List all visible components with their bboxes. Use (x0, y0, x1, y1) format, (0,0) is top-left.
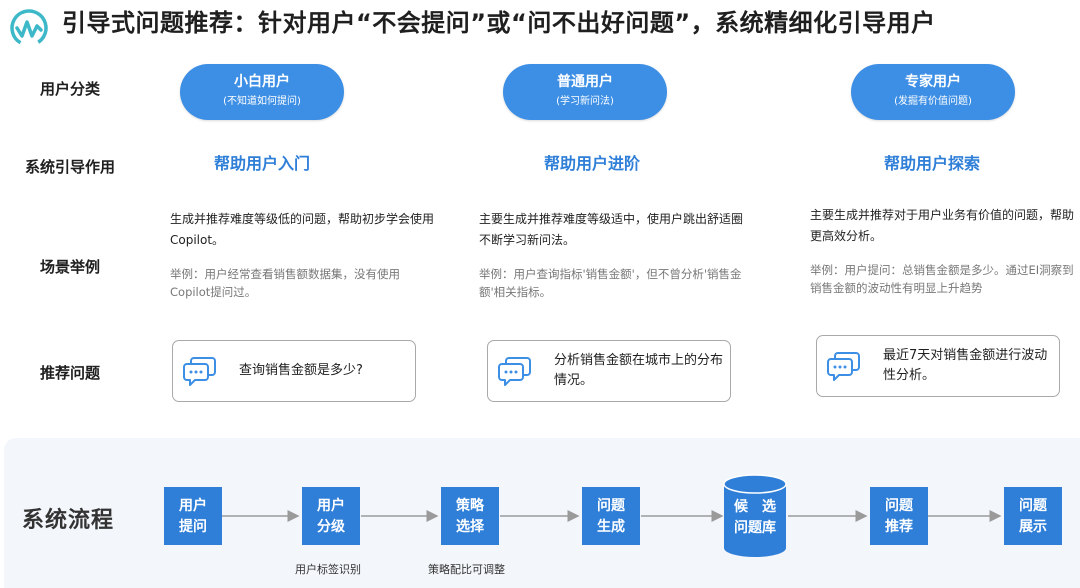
recommend-card-beginner[interactable]: 查询销售金额是多少? (172, 340, 416, 402)
flow-step-user-grading: 用户分级 (302, 487, 360, 545)
example-text-beginner: 举例：用户经常查看销售额数据集，没有使用Copilot提问过。 (170, 267, 400, 299)
recommend-question: 分析销售金额在城市上的分布情况。 (554, 353, 724, 388)
recommend-card-expert[interactable]: 最近7天对销售金额进行波动性分析。 (816, 335, 1060, 397)
user-subtitle: (发掘有价值问题) (894, 96, 972, 107)
note-strategy-ratio: 策略配比可调整 (428, 563, 505, 576)
candidate-db-icon (723, 474, 787, 557)
user-pill-beginner: 小白用户 (不知道如何提问) (180, 64, 344, 120)
recommend-card-regular[interactable]: 分析销售金额在城市上的分布情况。 (487, 340, 731, 402)
example-text-regular: 举例：用户查询指标'销售金额'，但不曾分析'销售金额'相关指标。 (479, 267, 742, 299)
effect-heading-regular: 帮助用户进阶 (543, 154, 640, 173)
effect-heading-beginner: 帮助用户入门 (213, 154, 310, 173)
row-label-users: 用户分类 (39, 80, 100, 98)
row-label-scenario: 场景举例 (39, 258, 100, 276)
example-text-expert: 举例：用户提问：总销售金额是多少。通过EI洞察到销售金额的波动性有明显上升趋势 (810, 263, 1074, 295)
scenario-text-regular: 主要生成并推荐难度等级适中，使用户跳出舒适圈不断学习新问法。 (479, 212, 744, 247)
user-name: 普通用户 (557, 74, 613, 90)
chat-bubbles-icon (827, 352, 860, 381)
chat-bubbles-icon (183, 357, 216, 386)
recommend-question: 查询销售金额是多少? (239, 363, 363, 378)
effect-heading-expert: 帮助用户探索 (883, 154, 980, 173)
row-label-recommend: 推荐问题 (39, 364, 100, 382)
flow-step-candidate-db: 候 选 问题库 (734, 499, 776, 536)
flow-label: 系统流程 (22, 508, 115, 533)
row-label-effect: 系统引导作用 (24, 158, 115, 176)
user-subtitle: (不知道如何提问) (223, 96, 301, 107)
user-subtitle: (学习新问法) (556, 96, 614, 107)
flow-step-generate: 问题生成 (582, 487, 640, 545)
flow-step-display: 问题展示 (1004, 487, 1062, 545)
recommend-question: 最近7天对销售金额进行波动性分析。 (883, 348, 1048, 383)
flow-step-user-question: 用户提问 (164, 487, 222, 545)
page-title: 引导式问题推荐：针对用户“不会提问”或“问不出好问题”，系统精细化引导用户 (62, 9, 936, 37)
scenario-text-beginner: 生成并推荐难度等级低的问题，帮助初步学会使用Copilot。 (170, 212, 435, 247)
flow-step-strategy: 策略选择 (441, 487, 499, 545)
user-name: 专家用户 (905, 74, 961, 90)
brand-logo-icon (10, 9, 48, 47)
user-pill-expert: 专家用户 (发掘有价值问题) (851, 64, 1015, 120)
chat-bubbles-icon (498, 357, 531, 386)
user-pill-regular: 普通用户 (学习新问法) (503, 64, 667, 120)
user-name: 小白用户 (234, 74, 290, 90)
note-user-tag: 用户标签识别 (295, 563, 361, 576)
scenario-text-expert: 主要生成并推荐对于用户业务有价值的问题，帮助更高效分析。 (810, 208, 1075, 243)
flow-step-recommend: 问题推荐 (870, 487, 928, 545)
